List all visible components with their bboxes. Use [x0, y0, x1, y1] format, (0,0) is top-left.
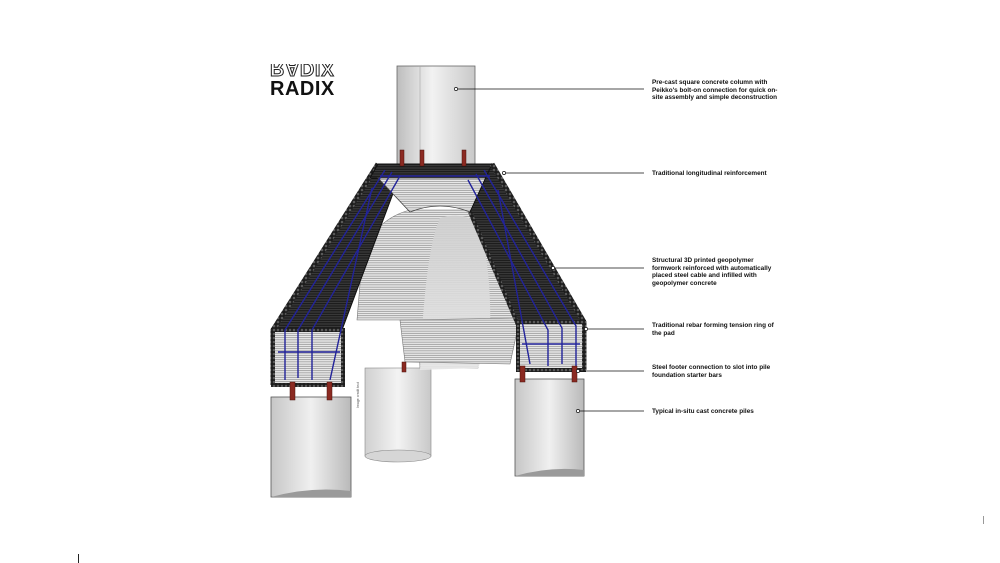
callout-printed-formwork: Structural 3D printed geopolymer formwor… [652, 257, 772, 287]
printed-cap [369, 163, 501, 213]
callout-longitudinal-reinforcement: Traditional longitudinal reinforcement [652, 170, 767, 177]
callout-steel-footer: Steel footer connection to slot into pil… [652, 364, 771, 379]
radix-logo: RADIX RADIX [270, 64, 335, 99]
vertical-credit: Image credit text [356, 382, 360, 408]
center-pile [364, 367, 432, 463]
page-mark-right [983, 516, 984, 524]
logo-text: RADIX [270, 78, 335, 100]
leader-lines [454, 87, 644, 413]
left-pile [270, 396, 352, 498]
logo-reflection: RADIX [270, 64, 335, 78]
callout-piles: Typical in-situ cast concrete piles [652, 408, 754, 415]
page-mark-left [78, 554, 79, 563]
callout-tension-ring: Traditional rebar forming tension ring o… [652, 322, 774, 337]
right-pile [514, 378, 585, 477]
right-pad [516, 320, 586, 372]
printed-arch [356, 209, 524, 370]
callout-column: Pre-cast square concrete column with Pei… [652, 79, 778, 102]
steel-cables [278, 169, 580, 381]
left-pad [271, 328, 345, 387]
steel-connectors [289, 149, 578, 401]
